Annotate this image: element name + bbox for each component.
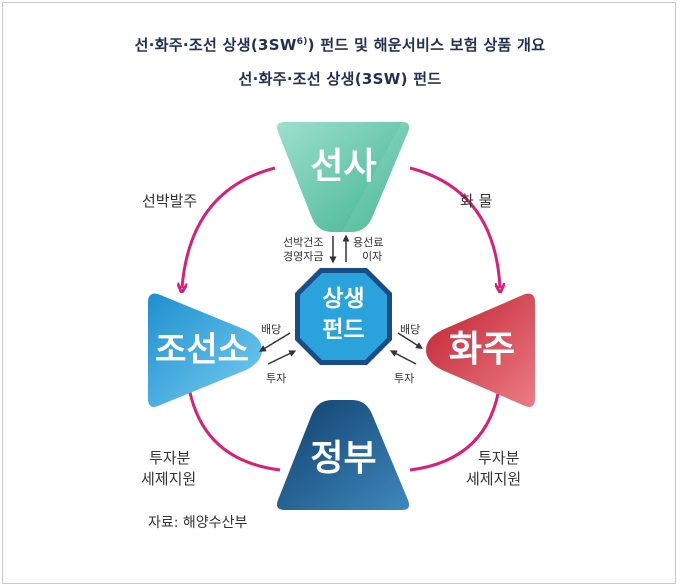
charter-label-2: 이자: [362, 250, 383, 263]
government-node: [276, 400, 410, 510]
arrow-owner-to-shipper: [409, 166, 500, 288]
gov-shipper-label-1: 투자분: [478, 449, 520, 467]
gov-shipper-label-2: 세제지원: [466, 470, 522, 488]
fund-label-line1: 상생: [322, 286, 365, 312]
order-label: 선박발주: [142, 192, 198, 210]
arrow-gov-to-builder: [188, 382, 281, 472]
cargo-label: 화 물: [460, 192, 493, 210]
shipper-node: [426, 293, 535, 407]
arrow-owner-to-builder: [182, 166, 276, 288]
gov-builder-label-2: 세제지원: [141, 470, 197, 488]
left-dividend-label: 배당: [261, 323, 282, 336]
construction-label-2: 경영자금: [283, 250, 324, 263]
shipbuilder-label: 조선소: [155, 330, 249, 370]
fund-label-line2: 펀드: [322, 317, 365, 343]
main-title: 선·화주·조선 상생(3SW6)) 펀드 및 해운서비스 보험 상품 개요: [134, 36, 546, 54]
source-note: 자료: 해양수산부: [148, 515, 248, 531]
right-dividend-label: 배당: [400, 323, 421, 336]
arrow-gov-to-shipper: [409, 382, 500, 472]
gov-builder-label-1: 투자분: [149, 449, 191, 467]
charter-label-1: 용선료: [353, 236, 384, 249]
shipbuilder-node: [148, 293, 262, 407]
sub-title: 선·화주·조선 상생(3SW) 펀드: [238, 70, 442, 88]
right-invest-label: 투자: [394, 372, 415, 385]
left-invest-label: 투자: [266, 372, 287, 385]
fund-octagon: [300, 273, 387, 360]
shipowner-label: 선사: [310, 146, 377, 187]
shipper-label: 화주: [448, 329, 516, 370]
government-label: 정부: [310, 438, 377, 479]
shipowner-node: [276, 122, 410, 232]
construction-label-1: 선박건조: [283, 236, 324, 249]
